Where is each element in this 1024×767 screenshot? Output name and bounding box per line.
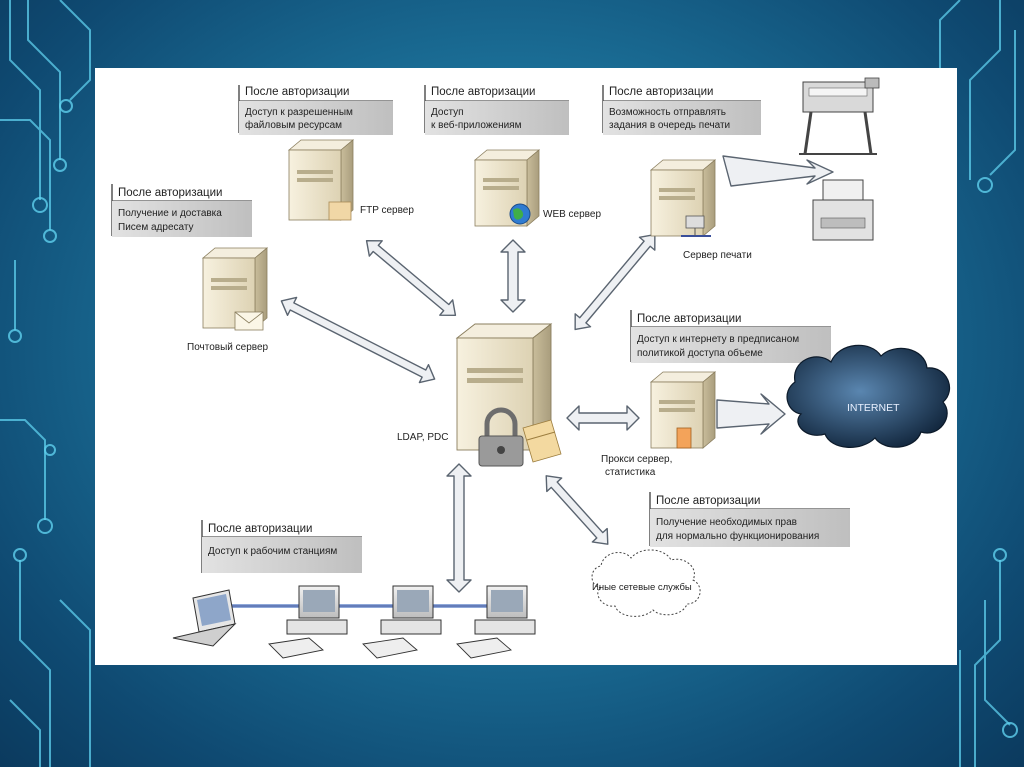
callout-mail-line-1: Получение и доставка [118, 208, 222, 219]
callout-web: После авторизации Доступ к веб-приложени… [424, 85, 569, 135]
proxy-server-label-line-2: статистика [605, 467, 656, 478]
callout-print-header: После авторизации [609, 86, 713, 98]
connection-arrows [280, 155, 834, 593]
internet-label: INTERNET [847, 402, 900, 414]
callout-mail-header: После авторизации [118, 187, 222, 199]
callout-ftp-line-2: файловым ресурсам [245, 119, 342, 131]
workstation-1-icon[interactable] [268, 585, 348, 659]
print-server-icon[interactable] [649, 159, 717, 237]
callout-print-line-2: задания в очередь печати [609, 120, 730, 131]
callout-web-header: После авторизации [431, 86, 535, 98]
callout-mail-line-2: Писем адресату [118, 222, 194, 233]
workstation-2-icon[interactable] [362, 585, 442, 659]
ldap-server-label: LDAP, PDC [397, 432, 449, 443]
arrow-ldap-workstations [446, 463, 472, 593]
callout-print-line-1: Возможность отправлять [609, 107, 726, 118]
callout-stations-header: После авторизации [208, 523, 312, 535]
arrow-ldap-other [545, 475, 609, 545]
network-hub-icon [681, 215, 711, 237]
arrow-web-ldap [500, 239, 526, 313]
callout-ftp: После авторизации Доступ к разрешенным ф… [238, 85, 393, 135]
callout-proxy-header: После авторизации [637, 313, 741, 325]
globe-icon [509, 203, 531, 225]
other-services-cloud-icon[interactable] [591, 549, 701, 617]
ftp-server-icon[interactable] [287, 139, 355, 221]
key-card-icon [522, 419, 562, 463]
network-diagram: После авторизации Доступ к разрешенным ф… [111, 77, 951, 659]
callout-web-line-1: Доступ [431, 107, 464, 118]
plotter-icon[interactable] [799, 77, 880, 155]
ftp-server-label: FTP сервер [360, 205, 414, 216]
callout-stations-line-1: Доступ к рабочим станциям [208, 545, 337, 557]
workstation-3-icon[interactable] [456, 585, 536, 659]
callout-rights-header: После авторизации [656, 495, 760, 507]
callout-ftp-header: После авторизации [245, 86, 349, 98]
callout-rights-line-1: Получение необходимых прав [656, 516, 797, 528]
callout-ftp-line-1: Доступ к разрешенным [245, 107, 353, 118]
callout-web-line-2: к веб-приложениям [431, 119, 522, 131]
arrow-print-printers [722, 155, 834, 187]
callout-rights-line-2: для нормально функционирования [656, 530, 819, 542]
callout-stations: После авторизации Доступ к рабочим станц… [201, 520, 362, 573]
proxy-server-icon[interactable] [649, 371, 717, 449]
envelope-icon [234, 311, 264, 331]
ldap-server-icon[interactable] [455, 323, 553, 451]
callout-proxy-line-2: политикой доступа объеме [637, 347, 763, 359]
callout-print: После авторизации Возможность отправлять… [602, 85, 761, 135]
diagram-panel: После авторизации Доступ к разрешенным ф… [95, 68, 957, 665]
callout-mail: После авторизации Получение и доставка П… [111, 184, 252, 237]
padlock-icon [478, 407, 524, 467]
arrow-ldap-proxy [566, 405, 640, 431]
printer-icon[interactable] [812, 179, 874, 241]
proxy-server-label-line-1: Прокси сервер, [601, 454, 672, 465]
callout-rights: После авторизации Получение необходимых … [649, 492, 850, 547]
arrow-mail-ldap [280, 296, 436, 384]
arrow-ftp-ldap [365, 240, 457, 316]
mail-server-label: Почтовый сервер [187, 342, 269, 353]
arrow-proxy-internet [716, 393, 786, 435]
web-server-label: WEB сервер [543, 209, 601, 220]
other-services-label: Иные сетевые службы [592, 582, 692, 593]
callout-proxy-line-1: Доступ к интернету в предписаном [637, 334, 799, 345]
callout-proxy: После авторизации Доступ к интернету в п… [630, 310, 831, 363]
laptop-icon[interactable] [172, 589, 237, 647]
print-server-label: Сервер печати [683, 250, 752, 261]
internet-cloud-icon[interactable] [786, 344, 951, 448]
